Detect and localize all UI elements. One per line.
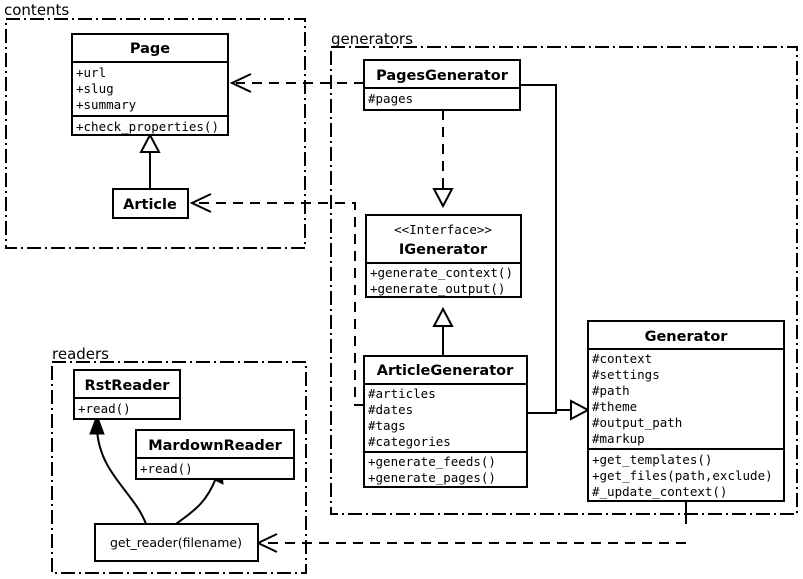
class-generator-attribute: #output_path [592, 415, 682, 430]
package-contents-boundary [5, 18, 306, 249]
class-generator-attribute: #theme [592, 399, 637, 414]
relation-articlegenerator-to-igenerator [432, 306, 454, 356]
class-article-frame [112, 188, 189, 219]
class-generator-attribute: #context [592, 351, 652, 366]
class-generator-method: +get_files(path,exclude) [592, 468, 773, 483]
class-pages-generator-frame [363, 59, 521, 111]
class-generator-attribute: #path [592, 383, 630, 398]
class-article-generator[interactable]: ArticleGenerator #articles #dates #tags … [363, 355, 528, 488]
class-page-attribute: +slug [76, 81, 114, 96]
class-mardown-reader-frame [135, 429, 295, 480]
relation-articlegenerator-to-article [189, 193, 364, 406]
relation-getreader-to-rstreader [89, 413, 147, 525]
class-page-attribute: +summary [76, 97, 137, 112]
class-generator[interactable]: Generator #context #settings #path #them… [587, 320, 785, 502]
class-generator-frame [587, 320, 785, 502]
class-article-generator-attribute: #dates [368, 402, 413, 417]
relation-pagesgenerator-to-page [229, 73, 364, 93]
class-mardown-reader-title: MardownReader [148, 438, 282, 454]
class-rst-reader-frame [73, 369, 181, 420]
class-article-generator-attribute: #articles [368, 386, 436, 401]
package-readers-label: readers [52, 345, 109, 363]
class-article-generator-method: +generate_pages() [368, 470, 496, 485]
class-pages-generator-title: PagesGenerator [376, 68, 509, 84]
package-contents-label: contents [4, 1, 69, 19]
package-readers: readers [51, 345, 307, 574]
class-mardown-reader[interactable]: MardownReader +read() [135, 429, 295, 480]
class-article-generator-attribute: #categories [368, 434, 451, 449]
package-generators: generators [330, 30, 798, 515]
class-generator-method: +get_templates() [592, 452, 712, 467]
class-page[interactable]: Page +url +slug +summary +check_properti… [71, 33, 229, 136]
class-igenerator-title: IGenerator [399, 242, 488, 258]
class-igenerator-method: +generate_output() [370, 281, 505, 296]
function-get-reader-label: get_reader(filename) [110, 535, 242, 550]
class-page-title: Page [130, 41, 170, 57]
class-igenerator-stereotype: <<Interface>> [394, 222, 492, 237]
relation-articlegenerator-to-generator [527, 399, 591, 421]
class-igenerator-frame [365, 214, 522, 298]
class-rst-reader-title: RstReader [85, 378, 171, 394]
class-article-title: Article [123, 197, 177, 213]
class-page-attribute: +url [76, 65, 106, 80]
function-get-reader[interactable]: get_reader(filename) [94, 523, 259, 562]
package-readers-boundary [51, 361, 307, 574]
class-pages-generator[interactable]: PagesGenerator #pages [363, 59, 521, 111]
class-generator-method: #_update_context() [592, 484, 727, 499]
class-igenerator[interactable]: <<Interface>> IGenerator +generate_conte… [365, 214, 522, 298]
class-pages-generator-attribute: #pages [368, 91, 413, 106]
class-rst-reader-method: +read() [78, 401, 131, 416]
class-generator-attribute: #markup [592, 431, 645, 446]
class-page-method: +check_properties() [76, 119, 219, 134]
class-article-generator-title: ArticleGenerator [377, 363, 514, 379]
class-article-generator-method: +generate_feeds() [368, 454, 496, 469]
package-generators-boundary [330, 46, 798, 515]
relation-article-to-page [139, 132, 161, 189]
class-article-generator-attribute: #tags [368, 418, 406, 433]
package-generators-label: generators [331, 30, 413, 48]
class-article-generator-frame [363, 355, 528, 488]
class-rst-reader[interactable]: RstReader +read() [73, 369, 181, 420]
package-contents: contents [4, 1, 306, 249]
class-page-frame [71, 33, 229, 136]
class-generator-attribute: #settings [592, 367, 660, 382]
class-mardown-reader-method: +read() [140, 461, 193, 476]
class-generator-title: Generator [645, 329, 729, 345]
relation-generator-to-getreader [255, 501, 687, 553]
class-igenerator-method: +generate_context() [370, 265, 513, 280]
relation-pagesgenerator-to-igenerator [432, 110, 454, 209]
class-article[interactable]: Article [112, 188, 189, 219]
function-get-reader-frame [94, 523, 259, 562]
